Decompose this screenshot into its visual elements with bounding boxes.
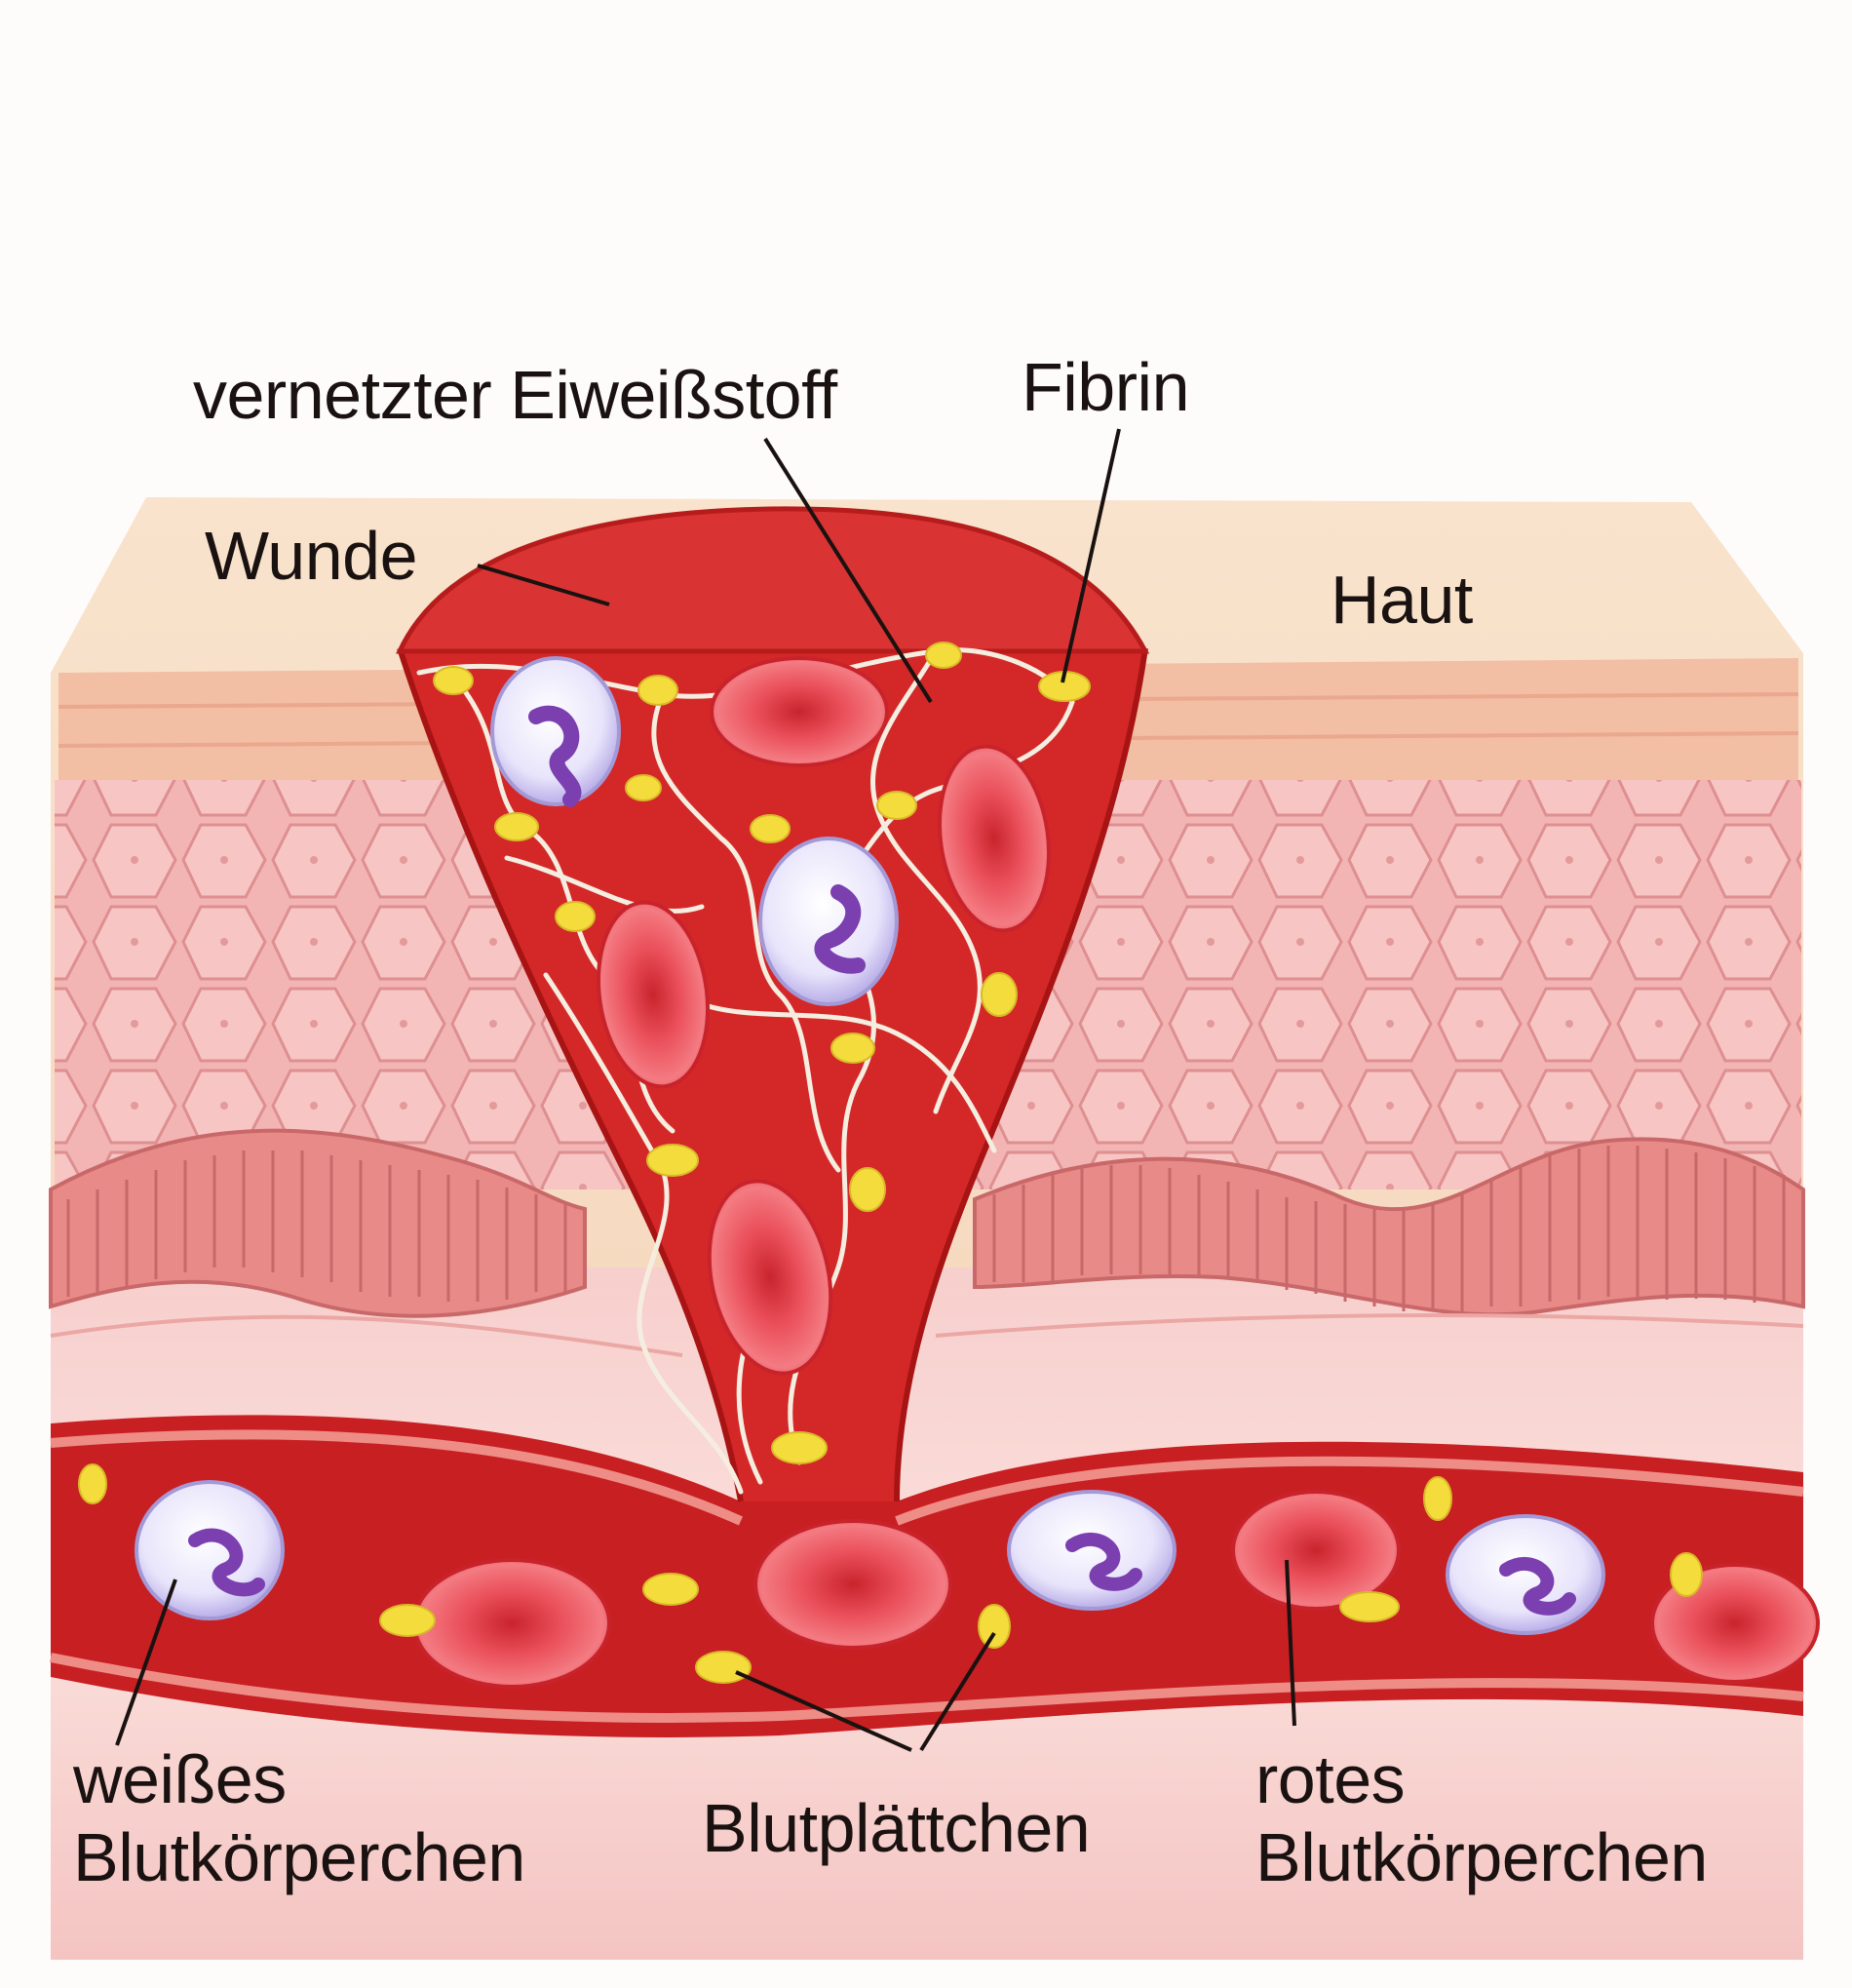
label-wound: Wunde xyxy=(205,518,418,594)
label-white-blood-cell: weißes Blutkörperchen xyxy=(73,1740,525,1896)
leader-lines xyxy=(115,428,1296,1752)
label-white-blood-cell-line2: Blutkörperchen xyxy=(73,1819,525,1895)
vessel-white-blood-cells xyxy=(135,1480,1605,1635)
platelet-icon xyxy=(433,642,1091,1464)
label-skin: Haut xyxy=(1331,562,1473,638)
label-protein: vernetzter Eiweißstoff xyxy=(193,357,837,433)
vessel-platelets xyxy=(78,1463,1703,1684)
red-blood-cell-icon xyxy=(596,656,1052,1376)
wound-scab xyxy=(396,506,1150,654)
label-white-blood-cell-line1: weißes xyxy=(73,1741,287,1817)
label-fibrin: Fibrin xyxy=(1022,349,1190,425)
fibrin-strand-icon xyxy=(416,647,1075,1495)
white-blood-cell-icon xyxy=(490,656,899,1006)
label-red-blood-cell-line1: rotes xyxy=(1255,1741,1406,1817)
label-platelets: Blutplättchen xyxy=(702,1790,1091,1866)
label-red-blood-cell-line2: Blutkörperchen xyxy=(1255,1819,1708,1895)
label-red-blood-cell: rotes Blutkörperchen xyxy=(1255,1740,1708,1896)
